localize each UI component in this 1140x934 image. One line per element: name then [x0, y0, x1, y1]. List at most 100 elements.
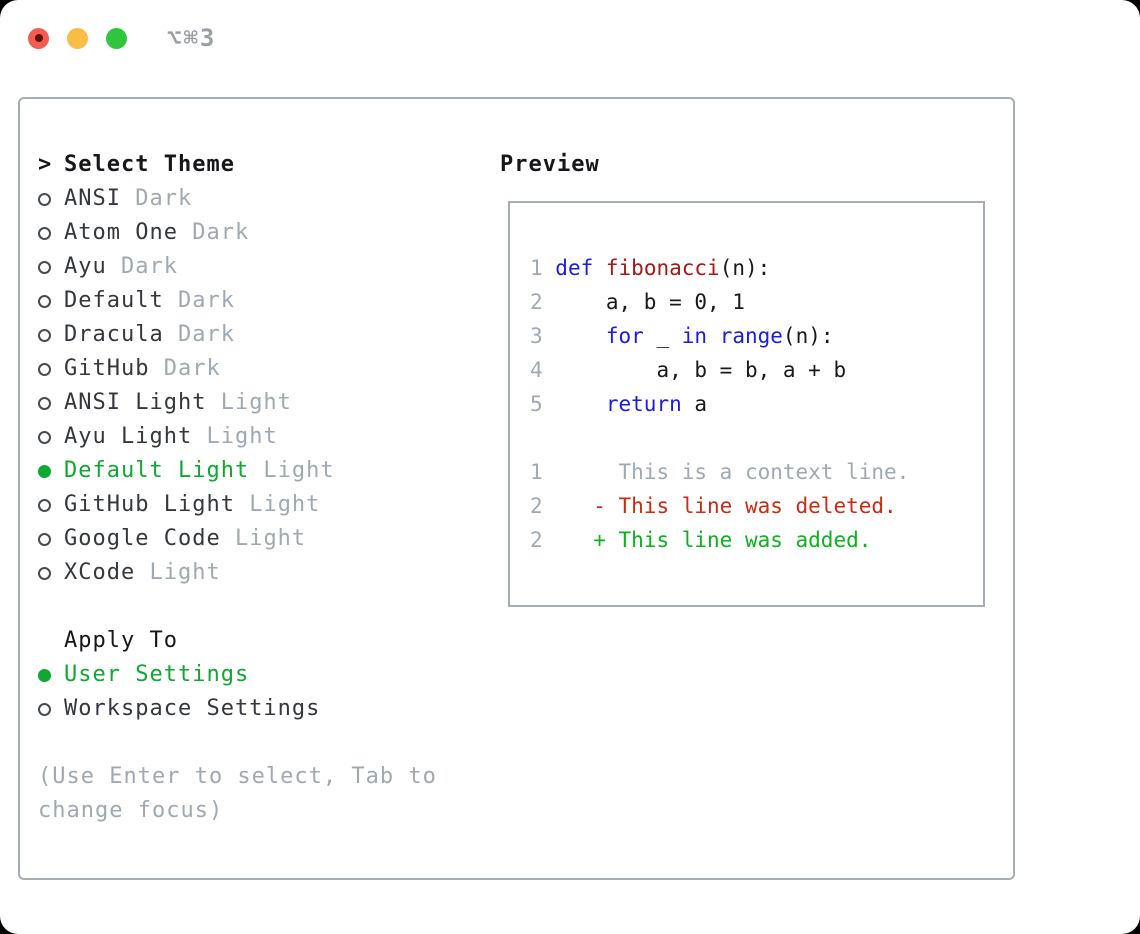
radio-unselected-icon	[38, 702, 51, 716]
radio-selected-icon	[38, 464, 51, 478]
radio-unselected-icon	[38, 430, 51, 444]
code-segment-plain: (n):	[782, 324, 834, 348]
select-theme-title: Select Theme	[64, 152, 235, 177]
radio-marker	[38, 396, 64, 410]
code-segment-num: 4	[530, 358, 556, 382]
apply-option-workspace-settings[interactable]: Workspace Settings	[38, 692, 453, 726]
item-label: Workspace Settings	[64, 696, 321, 721]
theme-item-ansi[interactable]: ANSI Dark	[38, 182, 453, 216]
code-segment-plain	[555, 324, 606, 348]
theme-item-github[interactable]: GitHub Dark	[38, 352, 453, 386]
radio-marker	[38, 430, 64, 444]
theme-variant-tag: Light	[249, 458, 335, 483]
code-segment-plain	[555, 392, 606, 416]
theme-item-dracula[interactable]: Dracula Dark	[38, 318, 453, 352]
code-segment-del: - This line was deleted.	[542, 494, 897, 518]
preview-title: Preview	[500, 152, 600, 177]
item-label: ANSI Light	[64, 390, 207, 415]
radio-marker	[38, 532, 64, 546]
theme-variant-tag: Light	[192, 424, 278, 449]
unsaved-dot-icon	[34, 34, 43, 42]
code-segment-kw: range	[719, 324, 783, 348]
radio-marker	[38, 464, 64, 478]
code-segment-num: 2	[530, 528, 543, 552]
item-label: Default	[64, 288, 164, 313]
theme-variant-tag: Light	[206, 390, 292, 415]
code-segment-plain: a, b = 0, 1	[555, 290, 745, 314]
radio-unselected-icon	[38, 328, 51, 342]
apply-to-title: Apply To	[64, 628, 178, 653]
radio-unselected-icon	[38, 362, 51, 376]
minimize-button[interactable]	[67, 27, 88, 49]
code-segment-num: 2	[530, 494, 543, 518]
theme-variant-tag: Dark	[163, 288, 235, 313]
preview-line: 2 - This line was deleted.	[530, 489, 983, 523]
preview-line: 1 This is a context line.	[530, 455, 983, 489]
theme-variant-tag: Dark	[149, 356, 221, 381]
theme-variant-tag: Dark	[120, 186, 193, 211]
theme-item-ansi-light[interactable]: ANSI Light Light	[38, 386, 453, 420]
help-hint: (Use Enter to select, Tab to change focu…	[38, 764, 437, 823]
preview-line: 2 + This line was added.	[530, 523, 983, 557]
theme-variant-tag: Light	[135, 560, 221, 585]
radio-marker	[38, 226, 64, 240]
close-button[interactable]	[28, 27, 49, 49]
radio-unselected-icon	[38, 566, 51, 580]
item-label: ANSI	[64, 186, 121, 211]
code-segment-plain: _	[643, 324, 682, 348]
window-title: ⌥⌘3	[167, 24, 217, 52]
apply-to-header: Apply To	[38, 624, 453, 658]
item-label: GitHub Light	[64, 492, 235, 517]
code-segment-fn: fibonacci	[605, 256, 720, 280]
traffic-lights	[28, 27, 127, 49]
radio-unselected-icon	[38, 294, 51, 308]
select-theme-header: > Select Theme	[38, 148, 453, 182]
theme-variant-tag: Light	[220, 526, 307, 551]
item-label: Ayu Light	[64, 424, 193, 449]
zoom-button[interactable]	[106, 27, 127, 49]
radio-unselected-icon	[38, 226, 51, 240]
code-segment-num: 1	[530, 460, 543, 484]
code-segment-add: + This line was added.	[542, 528, 872, 552]
theme-item-atom-one[interactable]: Atom One Dark	[38, 216, 453, 250]
theme-item-ayu-light[interactable]: Ayu Light Light	[38, 420, 453, 454]
apply-option-user-settings[interactable]: User Settings	[38, 658, 453, 692]
theme-item-google-code[interactable]: Google Code Light	[38, 522, 453, 556]
item-label: Ayu	[64, 254, 107, 279]
code-segment-plain: a	[681, 392, 708, 416]
radio-marker	[38, 328, 64, 342]
preview-header: Preview	[500, 148, 600, 182]
theme-item-github-light[interactable]: GitHub Light Light	[38, 488, 453, 522]
radio-marker	[38, 192, 64, 206]
theme-item-xcode[interactable]: XCode Light	[38, 556, 453, 590]
code-segment-num: 3	[530, 324, 556, 348]
right-column: Preview	[500, 148, 600, 182]
code-segment-num: 5	[530, 392, 556, 416]
theme-item-default[interactable]: Default Dark	[38, 284, 453, 318]
theme-variant-tag: Light	[234, 492, 321, 517]
preview-line: 5 return a	[530, 387, 983, 421]
theme-item-ayu[interactable]: Ayu Dark	[38, 250, 453, 284]
preview-line	[530, 421, 983, 455]
item-label: Atom One	[64, 220, 178, 245]
code-segment-num: 2	[530, 290, 556, 314]
titlebar: ⌥⌘3	[0, 0, 1140, 76]
radio-unselected-icon	[38, 396, 51, 410]
code-segment-kw: def	[555, 256, 594, 280]
radio-unselected-icon	[38, 532, 51, 546]
radio-marker	[38, 294, 64, 308]
code-segment-plain: (n):	[719, 256, 771, 280]
theme-item-default-light[interactable]: Default Light Light	[38, 454, 453, 488]
theme-variant-tag: Dark	[163, 322, 235, 347]
radio-unselected-icon	[38, 192, 51, 206]
preview-line: 1 def fibonacci(n):	[530, 251, 983, 285]
preview-line: 4 a, b = b, a + b	[530, 353, 983, 387]
radio-marker	[38, 668, 64, 682]
radio-unselected-icon	[38, 498, 51, 512]
radio-marker	[38, 566, 64, 580]
